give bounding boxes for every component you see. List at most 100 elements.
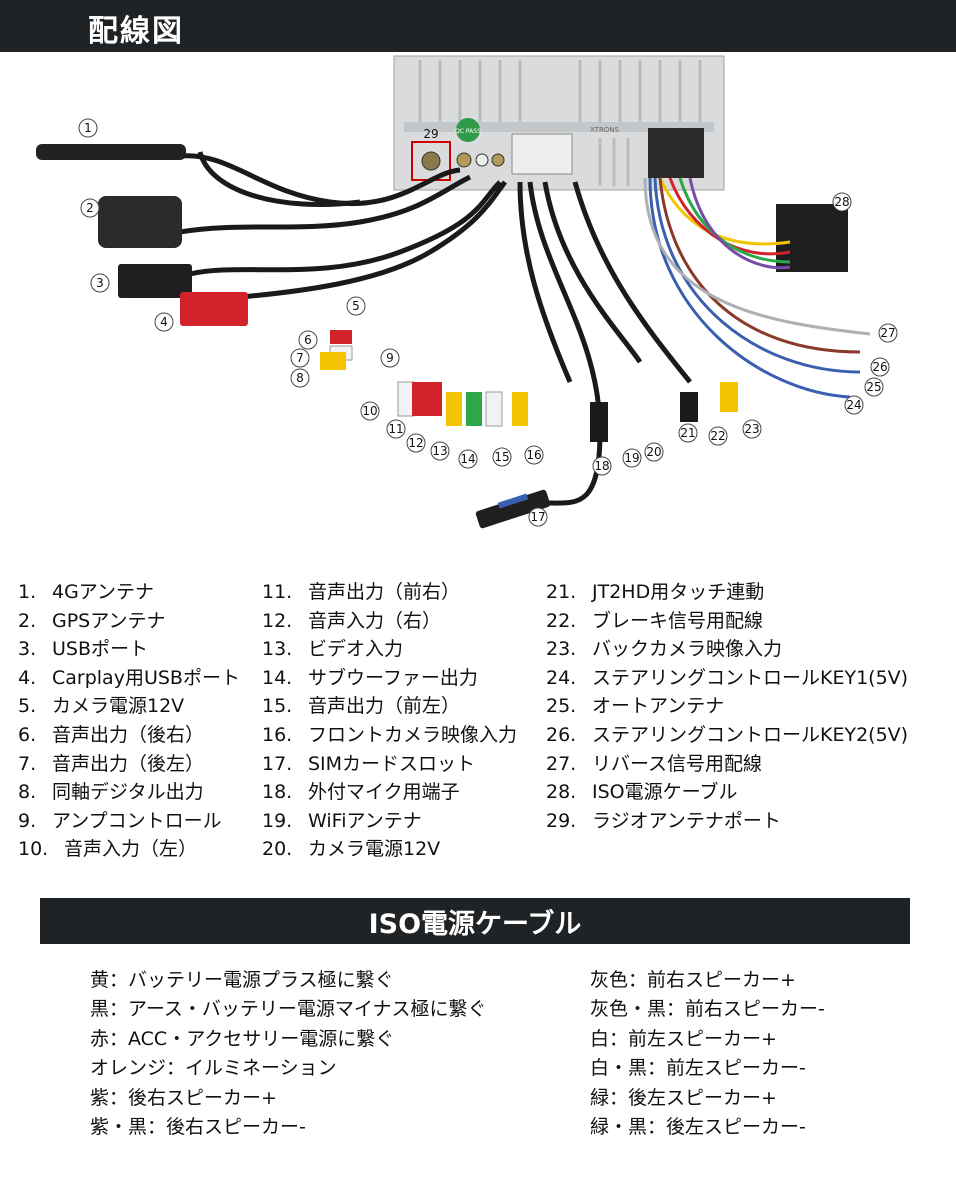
svg-text:4: 4 [160, 315, 168, 329]
svg-text:3: 3 [96, 276, 104, 290]
callout-15: 15 [492, 447, 512, 467]
callout-17: 17 [528, 507, 548, 527]
callout-9: 9 [380, 348, 400, 368]
page-title: 配線図 [88, 14, 184, 49]
legend-item: 26.ステアリングコントロールKEY2(5V) [546, 723, 909, 746]
svg-text:12: 12 [408, 436, 423, 450]
callout-4: 4 [154, 312, 174, 332]
svg-text:22: 22 [710, 429, 725, 443]
callout-7: 7 [290, 348, 310, 368]
callout-13: 13 [430, 441, 450, 461]
legend-item: 6.音声出力（後右） [18, 723, 205, 746]
callout-27: 27 [878, 323, 898, 343]
svg-text:13: 13 [432, 444, 447, 458]
4g-antenna [36, 144, 186, 160]
wire-color-item: オレンジ：イルミネーション [90, 1057, 337, 1080]
wire-color-item: 白：前左スピーカー+ [590, 1027, 777, 1050]
legend-item: 11.音声出力（前右） [262, 581, 461, 603]
svg-text:17: 17 [530, 510, 545, 524]
callouts: 1 2 3 4 5 6 7 8 9 10 11 12 13 14 15 16 1… [78, 118, 898, 527]
wire-color-item: 緑：後左スピーカー+ [590, 1086, 777, 1109]
callout-21: 21 [678, 423, 698, 443]
callout-3: 3 [90, 273, 110, 293]
svg-text:2: 2 [86, 201, 94, 215]
svg-text:18: 18 [594, 459, 609, 473]
svg-text:1: 1 [84, 121, 92, 135]
svg-text:19: 19 [624, 451, 639, 465]
svg-text:26: 26 [872, 360, 887, 374]
callout-14: 14 [458, 449, 478, 469]
usb-port [118, 264, 192, 298]
svg-text:8: 8 [296, 371, 304, 385]
wire-color-item: 紫：後右スピーカー+ [90, 1086, 277, 1109]
callout-23: 23 [742, 419, 762, 439]
callout-22: 22 [708, 426, 728, 446]
brand-label: XTRONS [590, 126, 620, 134]
wire-color-item: 赤：ACC・アクセサリー電源に繋ぐ [90, 1027, 395, 1050]
callout-12: 12 [406, 433, 426, 453]
callout-2: 2 [80, 198, 100, 218]
legend-column-1: 1.4Gアンテナ 2.GPSアンテナ 3.USBポート 4.Carplay用US… [18, 578, 240, 864]
svg-text:25: 25 [866, 380, 881, 394]
callout-16: 16 [524, 445, 544, 465]
svg-text:16: 16 [526, 448, 541, 462]
legend-item: 7.音声出力（後左） [18, 752, 205, 775]
wire-color-item: 灰色：前右スピーカー+ [590, 969, 796, 991]
iso-wires [643, 177, 871, 399]
iso-section-title: ISO電源ケーブル [368, 909, 582, 940]
legend-item: 10.音声入力（左） [18, 838, 198, 861]
wire-color-item: 灰色・黒：前右スピーカー- [590, 998, 825, 1021]
legend-item: 16.フロントカメラ映像入力 [262, 723, 518, 746]
legend-item: 19.WiFiアンテナ [262, 809, 422, 832]
svg-text:5: 5 [352, 299, 360, 313]
legend-item: 4.Carplay用USBポート [18, 666, 240, 689]
svg-text:QC PASS: QC PASS [455, 128, 481, 135]
svg-text:23: 23 [744, 422, 759, 436]
legend-item: 14.サブウーファー出力 [262, 666, 478, 689]
svg-text:21: 21 [680, 426, 695, 440]
callout-24: 24 [844, 395, 864, 415]
svg-text:14: 14 [460, 452, 475, 466]
svg-text:11: 11 [388, 422, 403, 436]
gps-antenna [98, 196, 182, 248]
legend-item: 15.音声出力（前左） [262, 695, 461, 718]
legend-item: 22.ブレーキ信号用配線 [546, 609, 764, 632]
wire-colors-left: 黄：バッテリー電源プラス極に繋ぐ 黒：アース・バッテリー電源マイナス極に繋ぐ 赤… [90, 966, 487, 1142]
svg-text:24: 24 [846, 398, 861, 412]
wire-colors-right: 灰色：前右スピーカー+ 灰色・黒：前右スピーカー- 白：前左スピーカー+ 白・黒… [590, 966, 825, 1142]
legend-column-3: 21.JT2HD用タッチ連動 22.ブレーキ信号用配線 23.バックカメラ映像入… [546, 578, 908, 835]
legend-item: 2.GPSアンテナ [18, 609, 166, 632]
legend-item: 1.4Gアンテナ [18, 581, 155, 603]
wire-color-item: 白・黒：前左スピーカー- [590, 1057, 806, 1080]
legend-item: 8.同軸デジタル出力 [18, 781, 204, 804]
svg-text:7: 7 [296, 351, 304, 365]
legend-item: 23.バックカメラ映像入力 [546, 638, 783, 661]
qc-pass-sticker [456, 118, 480, 142]
legend-item: 17.SIMカードスロット [262, 752, 476, 775]
callout-25: 25 [864, 377, 884, 397]
legend-item: 28.ISO電源ケーブル [546, 781, 738, 804]
callout-10: 10 [360, 401, 380, 421]
callout-20: 20 [644, 442, 664, 462]
carplay-usb-port [180, 292, 248, 326]
callout-11: 11 [386, 419, 406, 439]
svg-text:29: 29 [423, 127, 438, 141]
wire-color-item: 紫・黒：後右スピーカー- [90, 1116, 306, 1139]
wire-color-item: 黄：バッテリー電源プラス極に繋ぐ [90, 969, 394, 991]
wiring-diagram: QC PASS XTRONS [36, 55, 898, 529]
legend-item: 21.JT2HD用タッチ連動 [546, 581, 765, 603]
svg-text:9: 9 [386, 351, 394, 365]
legend-item: 12.音声入力（右） [262, 609, 442, 632]
callout-18: 18 [592, 456, 612, 476]
legend-item: 18.外付マイク用端子 [262, 781, 460, 804]
callout-28: 28 [832, 192, 852, 212]
svg-text:28: 28 [834, 195, 849, 209]
legend-item: 9.アンプコントロール [18, 809, 222, 832]
svg-text:27: 27 [880, 326, 895, 340]
legend-item: 20.カメラ電源12V [262, 838, 441, 861]
legend-item: 13.ビデオ入力 [262, 638, 404, 661]
legend-item: 24.ステアリングコントロールKEY1(5V) [546, 666, 909, 689]
callout-8: 8 [290, 368, 310, 388]
legend-item: 27.リバース信号用配線 [546, 752, 763, 775]
callout-19: 19 [622, 448, 642, 468]
